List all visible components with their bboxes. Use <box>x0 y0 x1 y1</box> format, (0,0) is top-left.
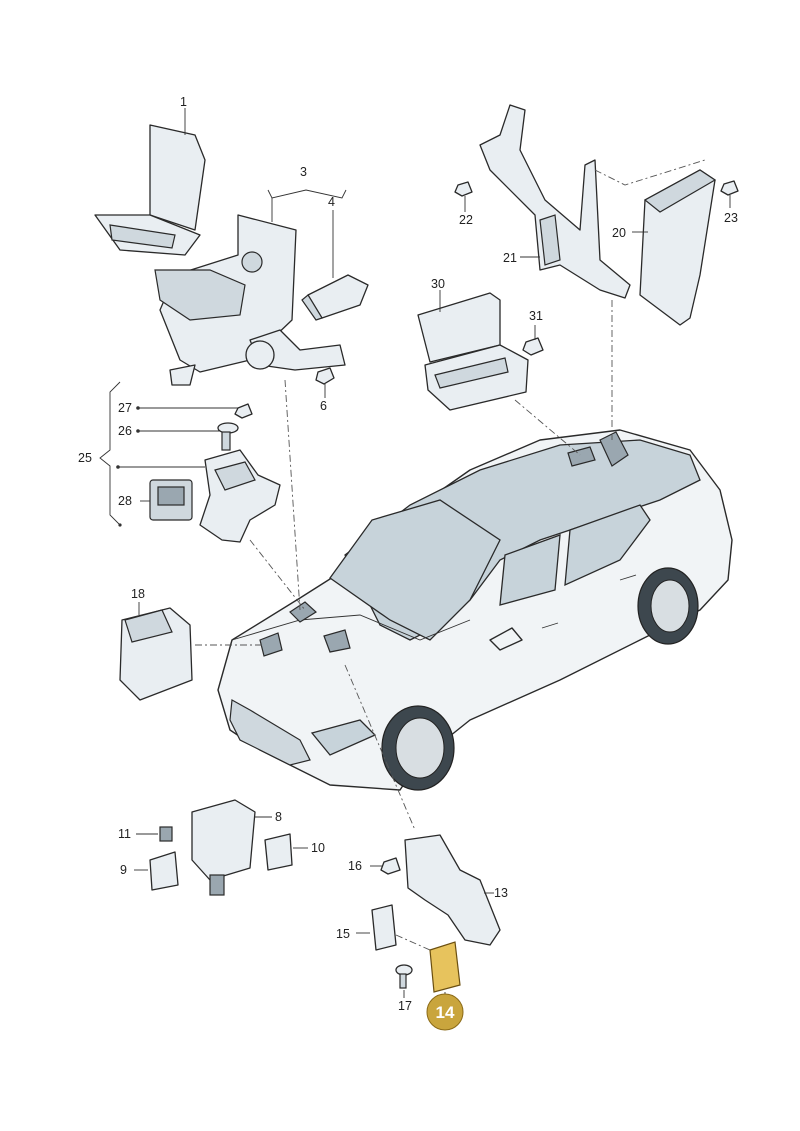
callout-13: 13 <box>494 886 508 900</box>
mounting-bracket-part-21 <box>479 104 631 299</box>
nut-part-31 <box>522 337 544 356</box>
fuse-box-cover-part <box>94 124 206 256</box>
callout-18: 18 <box>131 587 145 601</box>
nut-part-27 <box>234 403 253 419</box>
callout-17: 17 <box>398 999 412 1013</box>
label-part-28 <box>149 479 193 521</box>
callout-23: 23 <box>724 211 738 225</box>
bolt-part-26 <box>217 422 239 451</box>
callout-16: 16 <box>348 859 362 873</box>
nut-part-22 <box>454 181 473 197</box>
relay-housing-part-8 <box>191 799 256 896</box>
callout-22: 22 <box>459 213 473 227</box>
badge-label-14: 14 <box>436 1003 455 1022</box>
connector-part-4 <box>301 274 369 321</box>
callout-1: 1 <box>180 95 187 109</box>
control-module-part-18 <box>119 607 193 701</box>
callout-4: 4 <box>328 195 335 209</box>
callout-11: 11 <box>118 827 131 841</box>
highlight-badge <box>426 993 464 1031</box>
relay-part-10 <box>264 833 293 871</box>
fuse-box-part-30 <box>417 292 529 411</box>
callout-6: 6 <box>320 399 327 413</box>
nut-part-6 <box>315 367 335 385</box>
callout-15: 15 <box>336 927 350 941</box>
callout-27: 27 <box>118 401 132 415</box>
control-unit-part-20 <box>639 169 717 326</box>
callout-10: 10 <box>311 841 325 855</box>
callout-20: 20 <box>612 226 626 240</box>
mounting-bracket-part-13 <box>404 834 501 946</box>
callout-28: 28 <box>118 494 132 508</box>
callout-25: 25 <box>78 451 92 465</box>
relay-part-9 <box>149 851 179 891</box>
highlighted-part-14 <box>429 941 461 993</box>
callout-8: 8 <box>275 810 282 824</box>
fuse-holder-bracket-part <box>154 214 346 386</box>
car-illustration <box>217 429 733 791</box>
screw-part-17 <box>395 964 413 989</box>
callout-9: 9 <box>120 863 127 877</box>
nut-part-16 <box>380 857 401 875</box>
callout-26: 26 <box>118 424 132 438</box>
callout-31: 31 <box>529 309 543 323</box>
bracket-part-25 <box>199 449 281 543</box>
callout-30: 30 <box>431 277 445 291</box>
nut-part-23 <box>720 180 739 196</box>
fuse-part-11 <box>159 826 173 842</box>
sensor-part-15 <box>371 904 397 951</box>
callout-3: 3 <box>300 165 307 179</box>
callout-21: 21 <box>503 251 517 265</box>
